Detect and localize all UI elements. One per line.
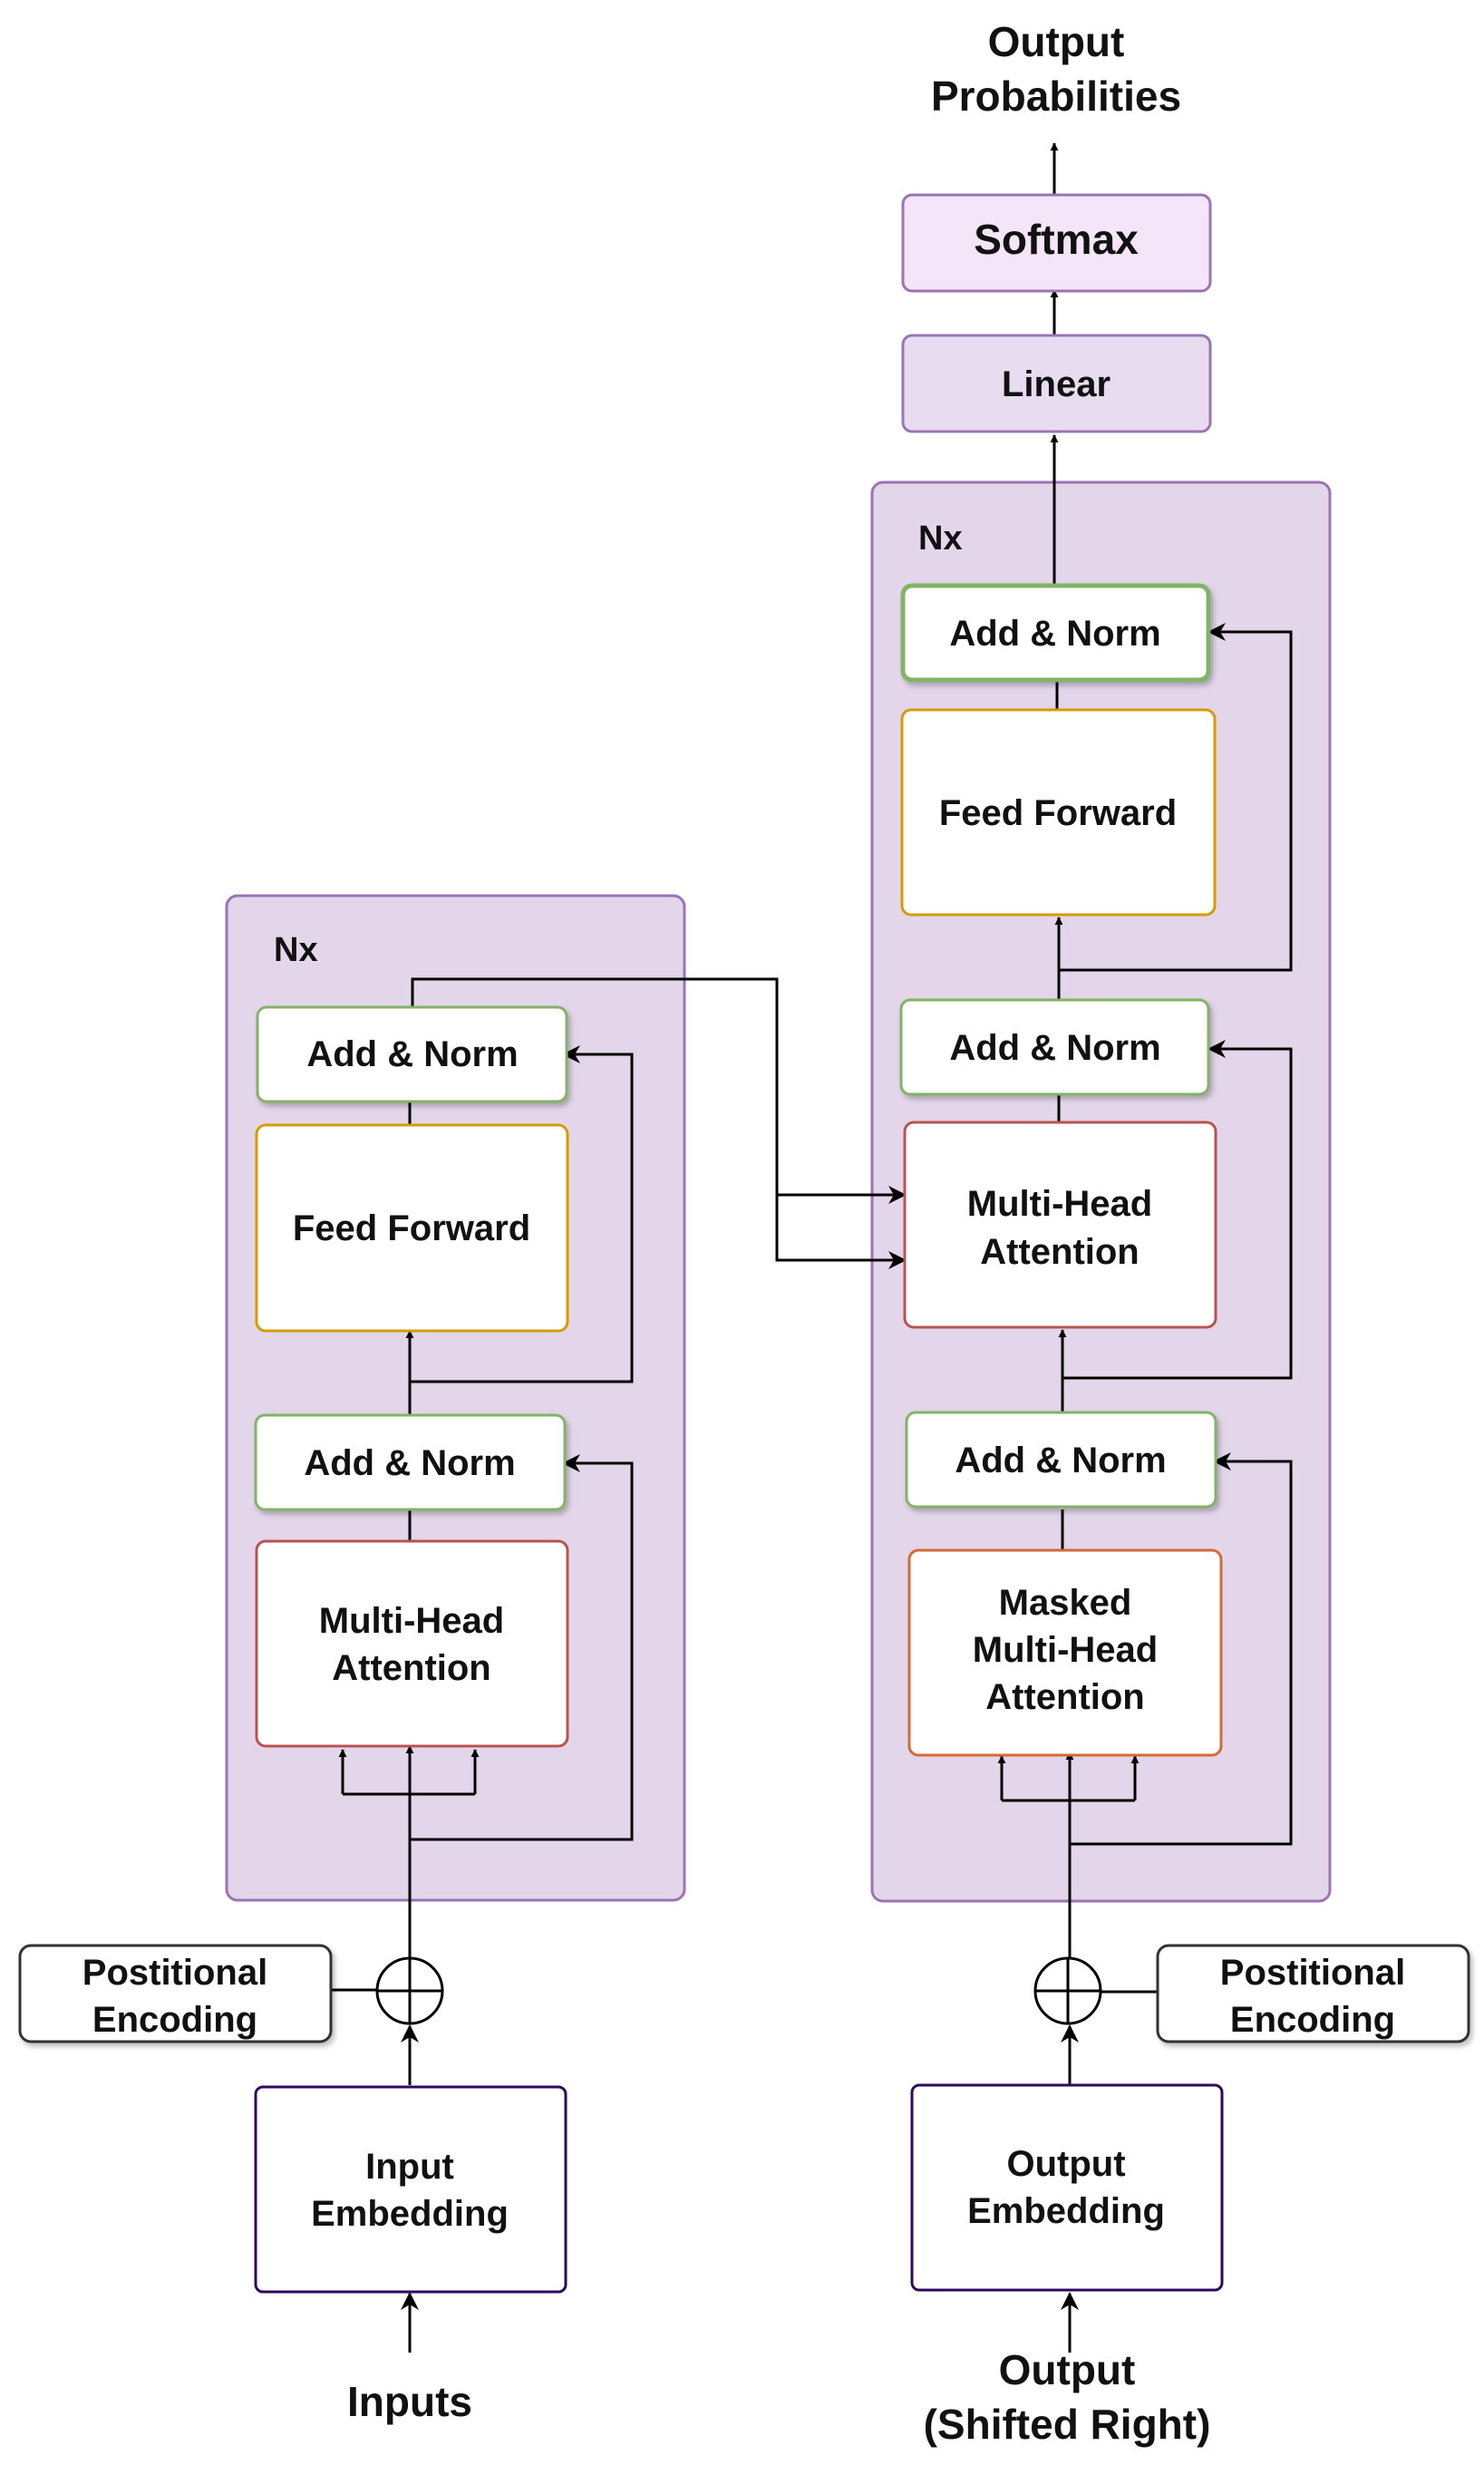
encoder-positional-encoding-line2: Encoding [92, 2000, 257, 2040]
encoder-nx-label: Nx [274, 931, 318, 969]
encoder-add-norm-top [256, 1005, 568, 1103]
decoder-feed-forward-label: Feed Forward [939, 793, 1177, 833]
encoder-add-norm-bottom-label: Add & Norm [304, 1443, 515, 1483]
decoder-masked-attention-label-line1: Masked [999, 1583, 1132, 1623]
decoder-nx-label: Nx [918, 519, 963, 558]
encoder-add-norm-bottom [254, 1413, 567, 1511]
decoder-add-norm-middle [899, 998, 1210, 1096]
output-embedding-line1: Output [1006, 2144, 1125, 2184]
decoder-add-norm-top [900, 583, 1211, 683]
decoder-add-norm-middle-label: Add & Norm [949, 1028, 1160, 1068]
input-embedding-line1: Input [365, 2147, 454, 2187]
output-probabilities-line1: Output [988, 18, 1125, 65]
output-embedding [910, 2083, 1224, 2292]
encoder-attention-label-line1: Multi-Head [319, 1601, 504, 1641]
encoder-positional-encoding [18, 1944, 333, 2043]
encoder-add-circle [375, 1956, 444, 2025]
encoder-attention-label-line2: Attention [332, 1648, 491, 1688]
decoder-add-norm-bottom-label: Add & Norm [955, 1441, 1166, 1480]
softmax-block [901, 193, 1212, 293]
output-probabilities-line2: Probabilities [931, 73, 1181, 120]
input-embedding-line2: Embedding [311, 2194, 509, 2234]
inputs-label: Inputs [347, 2378, 472, 2425]
decoder-positional-encoding-line2: Encoding [1230, 2000, 1395, 2040]
decoder-cross-attention-label-line1: Multi-Head [967, 1184, 1152, 1224]
encoder-multi-head-attention [255, 1539, 569, 1748]
decoder-masked-attention-label-line2: Multi-Head [973, 1630, 1158, 1670]
decoder-positional-encoding [1156, 1944, 1470, 2043]
decoder-masked-multi-head-attention [907, 1548, 1223, 1757]
input-embedding [254, 2085, 567, 2294]
decoder-add-circle [1033, 1956, 1102, 2025]
decoder-masked-attention-label-line3: Attention [985, 1677, 1145, 1717]
decoder-add-norm-bottom [905, 1411, 1217, 1509]
decoder-add-norm-top-label: Add & Norm [949, 614, 1160, 654]
decoder-cross-attention-label-line2: Attention [980, 1232, 1140, 1272]
encoder-feed-forward [255, 1123, 569, 1333]
linear-block [901, 334, 1212, 433]
decoder-feed-forward [900, 708, 1217, 917]
shifted-output-label-line2: (Shifted Right) [924, 2401, 1211, 2448]
encoder-feed-forward-label: Feed Forward [293, 1208, 530, 1248]
encoder-connectors [331, 977, 907, 2353]
linear-label: Linear [1002, 364, 1111, 404]
shifted-output-label-line1: Output [999, 2346, 1136, 2393]
decoder-cross-attention [903, 1121, 1217, 1329]
softmax-label: Softmax [974, 216, 1139, 263]
encoder-add-norm-top-label: Add & Norm [306, 1034, 518, 1074]
decoder-connectors [997, 142, 1293, 2353]
output-embedding-line2: Embedding [967, 2191, 1165, 2231]
decoder-positional-encoding-line1: Postitional [1220, 1953, 1405, 1993]
encoder-positional-encoding-line1: Postitional [82, 1953, 267, 1993]
